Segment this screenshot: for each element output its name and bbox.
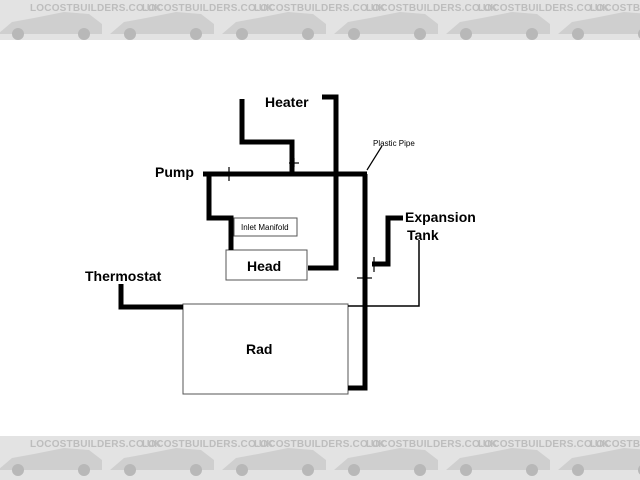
car-silhouette-icon xyxy=(334,448,438,476)
watermark-tile: LOCOSTBUILDERS.CO.UK xyxy=(218,0,386,40)
car-silhouette-icon xyxy=(0,12,102,40)
watermark-tile: LOCOSTBUILDERS.CO.UK xyxy=(330,436,498,476)
expansion-label: Expansion xyxy=(405,209,476,225)
car-silhouette-icon xyxy=(110,12,214,40)
plastic-pipe-leader xyxy=(366,145,383,171)
watermark-tile: LOCOSTBUILDERS.CO.UK xyxy=(554,0,640,40)
car-silhouette-icon xyxy=(0,448,102,476)
watermark-text: LOCOSTBUILDERS.CO.UK xyxy=(590,439,640,450)
car-silhouette-icon xyxy=(558,12,640,40)
pump-label: Pump xyxy=(155,164,194,180)
head-box xyxy=(225,249,308,281)
watermark-tile: LOCOSTBUILDERS.CO.UK xyxy=(0,436,162,476)
watermark-text: LOCOSTBUILDERS.CO.UK xyxy=(142,439,274,450)
watermark-text: LOCOSTBUILDERS.CO.UK xyxy=(142,3,274,14)
plastic-pipe-label: Plastic Pipe xyxy=(373,139,415,148)
watermark-tile: LOCOSTBUILDERS.CO.UK xyxy=(442,0,610,40)
thermostat-pipe xyxy=(118,284,183,310)
car-silhouette-icon xyxy=(222,448,326,476)
watermark-tile: LOCOSTBUILDERS.CO.UK xyxy=(330,0,498,40)
thermostat-label: Thermostat xyxy=(85,268,162,284)
head-label: Head xyxy=(247,258,281,274)
watermark-text: LOCOSTBUILDERS.CO.UK xyxy=(366,439,498,450)
watermark-text: LOCOSTBUILDERS.CO.UK xyxy=(366,3,498,14)
car-silhouette-icon xyxy=(110,448,214,476)
heater-return-pipe xyxy=(308,94,339,271)
heater-feed-pipe xyxy=(239,99,295,173)
expansion-overflow-line xyxy=(348,240,420,307)
watermark-text: LOCOSTBUILDERS.CO.UK xyxy=(254,3,386,14)
watermark-text: LOCOSTBUILDERS.CO.UK xyxy=(254,439,386,450)
radiator-box xyxy=(182,303,349,395)
watermark-text: LOCOSTBUILDERS.CO.UK xyxy=(478,439,610,450)
watermark-text: LOCOSTBUILDERS.CO.UK xyxy=(30,439,162,450)
rad-return-pipe xyxy=(348,174,368,391)
expansion-tank-pipe xyxy=(372,215,403,267)
watermark-text: LOCOSTBUILDERS.CO.UK xyxy=(30,3,162,14)
watermark-tile: LOCOSTBUILDERS.CO.UK xyxy=(106,0,274,40)
watermark-tile: LOCOSTBUILDERS.CO.UK xyxy=(218,436,386,476)
watermark-text: LOCOSTBUILDERS.CO.UK xyxy=(590,3,640,14)
inlet-manifold-label: Inlet Manifold xyxy=(241,223,289,232)
watermark-tile: LOCOSTBUILDERS.CO.UK xyxy=(0,0,162,40)
car-silhouette-icon xyxy=(222,12,326,40)
inlet-manifold-box xyxy=(233,217,298,237)
rad-label: Rad xyxy=(246,341,272,357)
watermark-text: LOCOSTBUILDERS.CO.UK xyxy=(478,3,610,14)
car-silhouette-icon xyxy=(446,448,550,476)
car-silhouette-icon xyxy=(334,12,438,40)
watermark-tile: LOCOSTBUILDERS.CO.UK xyxy=(442,436,610,476)
watermark-tile: LOCOSTBUILDERS.CO.UK xyxy=(554,436,640,476)
pump-manifold-pipe xyxy=(206,174,234,250)
tank-label: Tank xyxy=(407,227,439,243)
watermark-tile: LOCOSTBUILDERS.CO.UK xyxy=(106,436,274,476)
car-silhouette-icon xyxy=(446,12,550,40)
heater-label: Heater xyxy=(265,94,309,110)
